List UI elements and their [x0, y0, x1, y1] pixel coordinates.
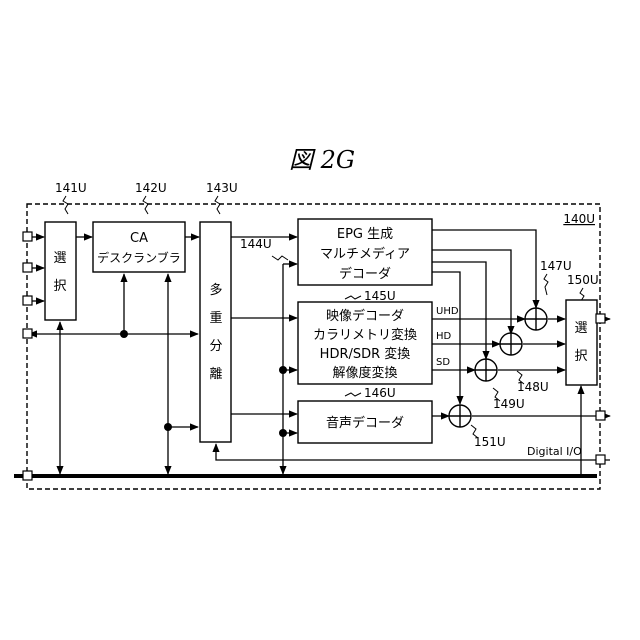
ca-label-1: CA — [130, 231, 148, 246]
select-input-label-2: 択 — [53, 279, 66, 294]
adder-149u — [475, 359, 497, 381]
demux-label-1: 多 — [209, 282, 222, 298]
epg-label-2: マルチメディア — [320, 246, 410, 262]
demux-block — [200, 222, 231, 442]
video-label-2: カラリメトリ変換 — [313, 327, 417, 343]
video-label-3: HDR/SDR 変換 — [320, 346, 411, 362]
demux-label-3: 分 — [209, 339, 222, 354]
audio-label: 音声デコーダ — [326, 415, 404, 431]
ref-142u: 142U — [135, 181, 167, 195]
demux-label-4: 離 — [209, 367, 222, 382]
figure-title: 図 2G — [289, 146, 355, 174]
epg-label-1: EPG 生成 — [337, 227, 393, 242]
select-output-block — [566, 300, 597, 385]
digital-io-label: Digital I/O — [527, 445, 582, 458]
ref-151u: 151U — [474, 435, 506, 449]
signal-sd-label: SD — [436, 357, 450, 368]
ref-143u: 143U — [206, 181, 238, 195]
adder-151u — [449, 405, 471, 427]
ref-141u: 141U — [55, 181, 87, 195]
demux-label-2: 重 — [209, 310, 222, 326]
video-label-4: 解像度変換 — [332, 365, 397, 381]
signal-uhd-label: UHD — [436, 306, 459, 317]
adder-147u — [525, 308, 547, 330]
epg-label-3: デコーダ — [339, 266, 391, 282]
signal-hd-label: HD — [436, 331, 452, 342]
select-input-label-1: 選 — [53, 251, 66, 266]
ref-145u: 145U — [364, 289, 396, 303]
ref-150u: 150U — [567, 273, 599, 287]
video-label-1: 映像デコーダ — [326, 308, 404, 324]
outer-frame-label: 140U — [563, 212, 595, 226]
select-input-block — [45, 222, 76, 320]
adder-148u — [500, 333, 522, 355]
ref-144u: 144U — [240, 237, 272, 251]
ca-label-2: デスクランブラ — [97, 250, 181, 265]
select-output-label-1: 選 — [574, 321, 587, 336]
ref-147u: 147U — [540, 259, 572, 273]
ref-146u: 146U — [364, 386, 396, 400]
select-output-label-2: 択 — [574, 349, 587, 364]
